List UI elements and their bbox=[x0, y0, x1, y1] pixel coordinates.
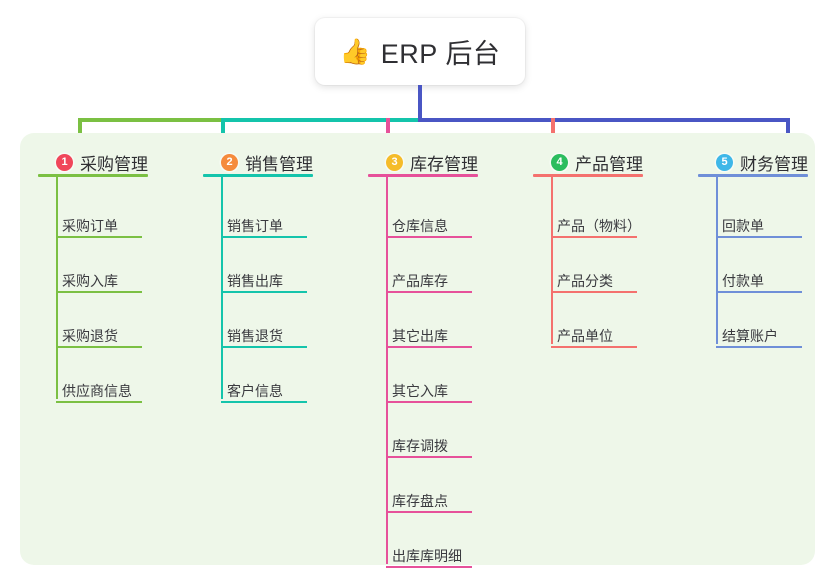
branch-title-4: 产品管理 bbox=[575, 154, 643, 174]
branch-header-rule-2 bbox=[203, 174, 313, 177]
branch-item-label[interactable]: 库存盘点 bbox=[392, 493, 448, 509]
branch-number-badge-2: 2 bbox=[221, 153, 238, 171]
branch-spine-1 bbox=[56, 174, 58, 399]
branch-number-badge-5: 5 bbox=[716, 153, 733, 171]
branch-drop-stem-2 bbox=[221, 118, 225, 137]
branch-item-label[interactable]: 其它入库 bbox=[392, 383, 448, 399]
branch-item-label[interactable]: 回款单 bbox=[722, 218, 764, 234]
branch-number-badge-4: 4 bbox=[551, 153, 568, 171]
branch-item-rule bbox=[56, 346, 142, 348]
branch-item-label[interactable]: 库存调拨 bbox=[392, 438, 448, 454]
branch-item-rule bbox=[221, 291, 307, 293]
branch-item-rule bbox=[221, 346, 307, 348]
branch-item-rule bbox=[386, 456, 472, 458]
branch-spine-4 bbox=[551, 174, 553, 344]
branch-panel: 1 采购管理采购订单采购入库采购退货供应商信息 2 销售管理销售订单销售出库销售退货客… bbox=[20, 133, 815, 568]
branch-header-4[interactable]: 4 产品管理 bbox=[533, 147, 643, 177]
branch-item-label[interactable]: 采购入库 bbox=[62, 273, 118, 289]
root-stem-line bbox=[418, 85, 422, 122]
branch-item-rule bbox=[386, 236, 472, 238]
branch-item-label[interactable]: 付款单 bbox=[722, 273, 764, 289]
branch-item-label[interactable]: 产品分类 bbox=[557, 273, 613, 289]
branch-header-5[interactable]: 5 财务管理 bbox=[698, 147, 808, 177]
branch-header-rule-3 bbox=[368, 174, 478, 177]
branch-item-rule bbox=[386, 291, 472, 293]
branch-spine-3 bbox=[386, 174, 388, 564]
connector-bar-segment-1 bbox=[78, 118, 223, 122]
connector-bar-segment-2 bbox=[223, 118, 418, 122]
branch-item-label[interactable]: 销售订单 bbox=[227, 218, 283, 234]
branch-header-rule-5 bbox=[698, 174, 808, 177]
branch-item-label[interactable]: 供应商信息 bbox=[62, 383, 132, 399]
branch-spine-2 bbox=[221, 174, 223, 399]
branch-spine-5 bbox=[716, 174, 718, 344]
branch-item-label[interactable]: 客户信息 bbox=[227, 383, 283, 399]
branch-item-rule bbox=[56, 236, 142, 238]
branch-item-rule bbox=[56, 401, 142, 403]
root-node[interactable]: 👍 ERP 后台 bbox=[315, 18, 525, 85]
connector-bar-segment-3 bbox=[418, 118, 790, 122]
branch-item-label[interactable]: 产品单位 bbox=[557, 328, 613, 344]
branch-item-label[interactable]: 出库库明细 bbox=[392, 548, 462, 564]
branch-title-2: 销售管理 bbox=[245, 154, 313, 174]
connector-left-elbow bbox=[78, 118, 82, 137]
branch-item-rule bbox=[551, 291, 637, 293]
branch-item-label[interactable]: 产品库存 bbox=[392, 273, 448, 289]
branch-item-label[interactable]: 采购退货 bbox=[62, 328, 118, 344]
branch-item-rule bbox=[386, 566, 472, 568]
branch-header-rule-1 bbox=[38, 174, 148, 177]
branch-item-rule bbox=[386, 511, 472, 513]
branch-header-1[interactable]: 1 采购管理 bbox=[38, 147, 148, 177]
branch-item-label[interactable]: 销售出库 bbox=[227, 273, 283, 289]
branch-item-rule bbox=[551, 346, 637, 348]
branch-item-rule bbox=[56, 291, 142, 293]
branch-item-rule bbox=[386, 401, 472, 403]
branch-drop-stem-3 bbox=[386, 118, 390, 137]
branch-item-rule bbox=[551, 236, 637, 238]
branch-item-rule bbox=[716, 291, 802, 293]
branch-item-label[interactable]: 销售退货 bbox=[227, 328, 283, 344]
root-node-label: ERP 后台 bbox=[380, 39, 501, 69]
branch-title-3: 库存管理 bbox=[410, 154, 478, 174]
thumbs-up-icon: 👍 bbox=[339, 37, 371, 66]
branch-item-label[interactable]: 结算账户 bbox=[722, 328, 778, 344]
branch-header-rule-4 bbox=[533, 174, 643, 177]
branch-item-label[interactable]: 产品（物料） bbox=[557, 218, 641, 234]
branch-item-label[interactable]: 其它出库 bbox=[392, 328, 448, 344]
branch-item-label[interactable]: 采购订单 bbox=[62, 218, 118, 234]
branch-item-rule bbox=[716, 346, 802, 348]
branch-title-5: 财务管理 bbox=[740, 154, 808, 174]
branch-item-rule bbox=[716, 236, 802, 238]
branch-drop-stem-4 bbox=[551, 118, 555, 137]
branch-item-rule bbox=[221, 236, 307, 238]
branch-number-badge-3: 3 bbox=[386, 153, 403, 171]
branch-header-3[interactable]: 3 库存管理 bbox=[368, 147, 478, 177]
branch-title-1: 采购管理 bbox=[80, 154, 148, 174]
connector-right-elbow bbox=[786, 118, 790, 137]
branch-header-2[interactable]: 2 销售管理 bbox=[203, 147, 313, 177]
branch-item-rule bbox=[386, 346, 472, 348]
branch-item-rule bbox=[221, 401, 307, 403]
branch-number-badge-1: 1 bbox=[56, 153, 73, 171]
branch-item-label[interactable]: 仓库信息 bbox=[392, 218, 448, 234]
